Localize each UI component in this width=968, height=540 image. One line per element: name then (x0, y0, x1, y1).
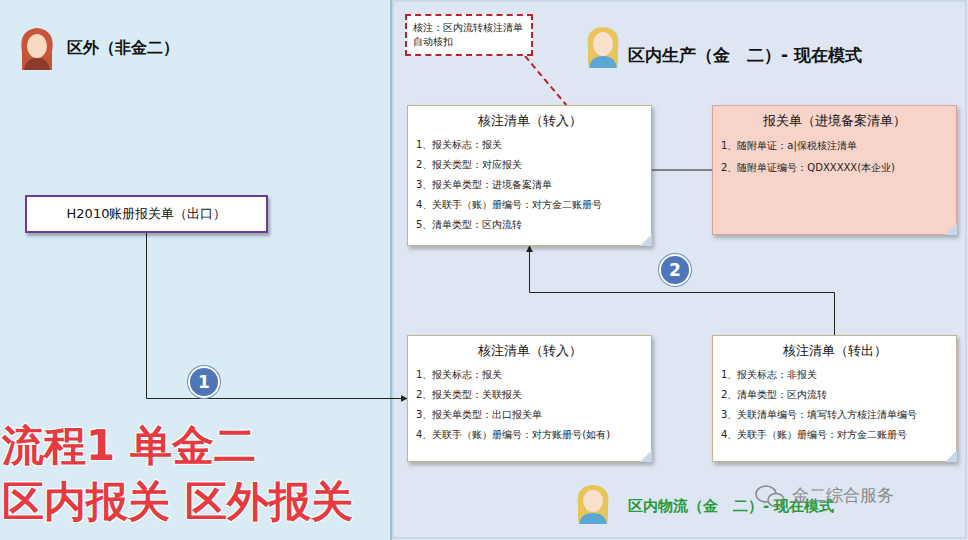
box-line: 1、报关标志：非报关 (721, 365, 948, 385)
list-box: 核注清单（转出） 1、报关标志：非报关2、清单类型：区内流转3、关联清单编号：填写… (712, 335, 957, 462)
avatar-right-bottom (578, 485, 609, 524)
export-declaration-box: H2010账册报关单（出口） (25, 195, 268, 233)
region-heading: 区内生产（金 二）- 现在模式 (628, 44, 862, 67)
list-box: 核注清单（转入） 1、报关标志：报关2、报关类型：关联报关3、报关单类型：出口报关… (407, 335, 652, 462)
declaration-box: 报关单（进境备案清单） 1、随附单证：a|保税核注清单2、随附单证编号：QDXXX… (712, 105, 957, 235)
flow-title: 区内报关 区外报关 (2, 478, 353, 526)
callout-number: 2 (659, 254, 691, 286)
flow-arrow (147, 233, 408, 399)
flow-arrow (652, 170, 712, 171)
note-text: 核注：区内流转核注清单自动核扣 (413, 21, 525, 49)
leader-line (525, 56, 566, 105)
watermark: 金二综合服务 (792, 484, 894, 507)
box-line: 2、随附单证编号：QDXXXXX(本企业) (721, 157, 948, 179)
note-box: 核注：区内流转核注清单自动核扣 (405, 14, 533, 56)
region-heading: 区外（非金二） (67, 38, 179, 59)
box-line: 3、报关单类型：出口报关单 (416, 405, 643, 425)
region-divider (390, 0, 392, 540)
right-region-ground (392, 0, 968, 540)
box-line: 2、清单类型：区内流转 (721, 385, 948, 405)
left-region-ground (0, 0, 391, 540)
box-title: H2010账册报关单（出口） (35, 205, 258, 223)
box-line: 1、随附单证：a|保税核注清单 (721, 135, 948, 157)
box-line: 4、关联手（账）册编号：对方金二账册号 (416, 195, 643, 215)
box-line: 4、关联手（账）册编号：对方金二账册号 (721, 425, 948, 445)
callout-number: 1 (188, 366, 220, 398)
box-line: 3、关联清单编号：填写转入方核注清单编号 (721, 405, 948, 425)
box-line: 1、报关标志：报关 (416, 135, 643, 155)
box-title: 核注清单（转出） (721, 342, 948, 360)
list-box: 核注清单（转入） 1、报关标志：报关2、报关类型：对应报关3、报关单类型：进境备案… (407, 105, 652, 246)
flow-title: 流程1 单金二 (2, 422, 256, 470)
box-line: 4、关联手（账）册编号：对方账册号(如有) (416, 425, 643, 445)
box-line: 2、报关类型：关联报关 (416, 385, 643, 405)
avatar-right-top (588, 27, 619, 68)
right-region-border (393, 1, 966, 538)
box-line: 1、报关标志：报关 (416, 365, 643, 385)
box-title: 核注清单（转入） (416, 112, 643, 130)
avatar-left (21, 28, 52, 70)
box-title: 核注清单（转入） (416, 342, 643, 360)
flow-arrow (530, 246, 835, 335)
box-line: 3、报关单类型：进境备案清单 (416, 175, 643, 195)
box-line: 2、报关类型：对应报关 (416, 155, 643, 175)
box-line: 5、清单类型：区内流转 (416, 215, 643, 235)
box-title: 报关单（进境备案清单） (721, 112, 948, 130)
